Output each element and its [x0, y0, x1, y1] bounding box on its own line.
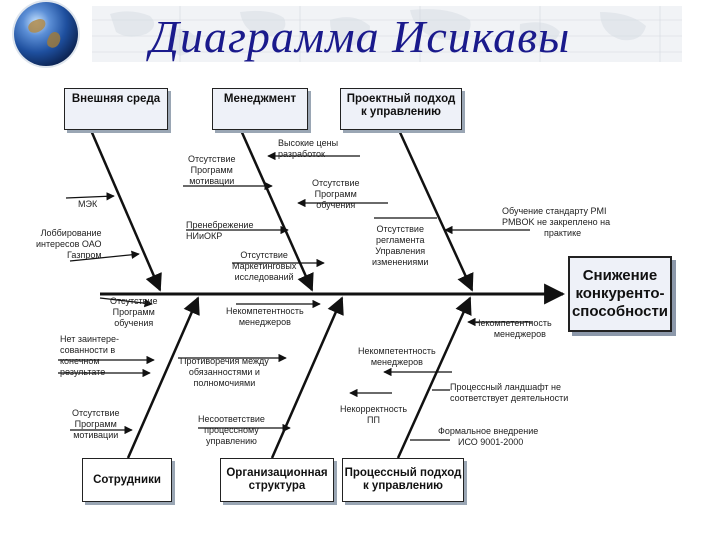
effect-line2: конкуренто- — [575, 285, 665, 302]
category-org: Организационная структура — [220, 458, 334, 502]
effect-line3: способности — [571, 303, 669, 320]
category-management: Менеджмент — [212, 88, 308, 130]
category-management-label: Менеджмент — [223, 93, 297, 105]
category-external: Внешняя среда — [64, 88, 168, 130]
category-project-line2: к управлению — [360, 106, 442, 118]
effect-box: Снижение конкуренто- способности — [568, 256, 672, 332]
category-org-line1: Организационная — [226, 467, 328, 479]
cause-mek: МЭК — [78, 199, 98, 209]
category-staff-label: Сотрудники — [93, 473, 161, 486]
category-process-line1: Процессный подход — [344, 467, 462, 479]
globe-icon — [14, 2, 78, 66]
slide-header: Диаграмма Исикавы — [0, 0, 720, 72]
category-process-line2: к управлению — [362, 480, 443, 492]
slide-title: Диаграмма Исикавы — [149, 11, 571, 62]
category-project: Проектный подход к управлению — [340, 88, 462, 130]
category-process: Процессный подход к управлению — [342, 458, 464, 502]
category-external-label: Внешняя среда — [71, 93, 161, 105]
world-map-background — [0, 0, 720, 72]
effect-line1: Снижение — [582, 267, 658, 284]
category-project-line1: Проектный подход — [346, 93, 456, 105]
category-org-line2: структура — [248, 480, 306, 492]
category-staff: Сотрудники — [82, 458, 172, 502]
